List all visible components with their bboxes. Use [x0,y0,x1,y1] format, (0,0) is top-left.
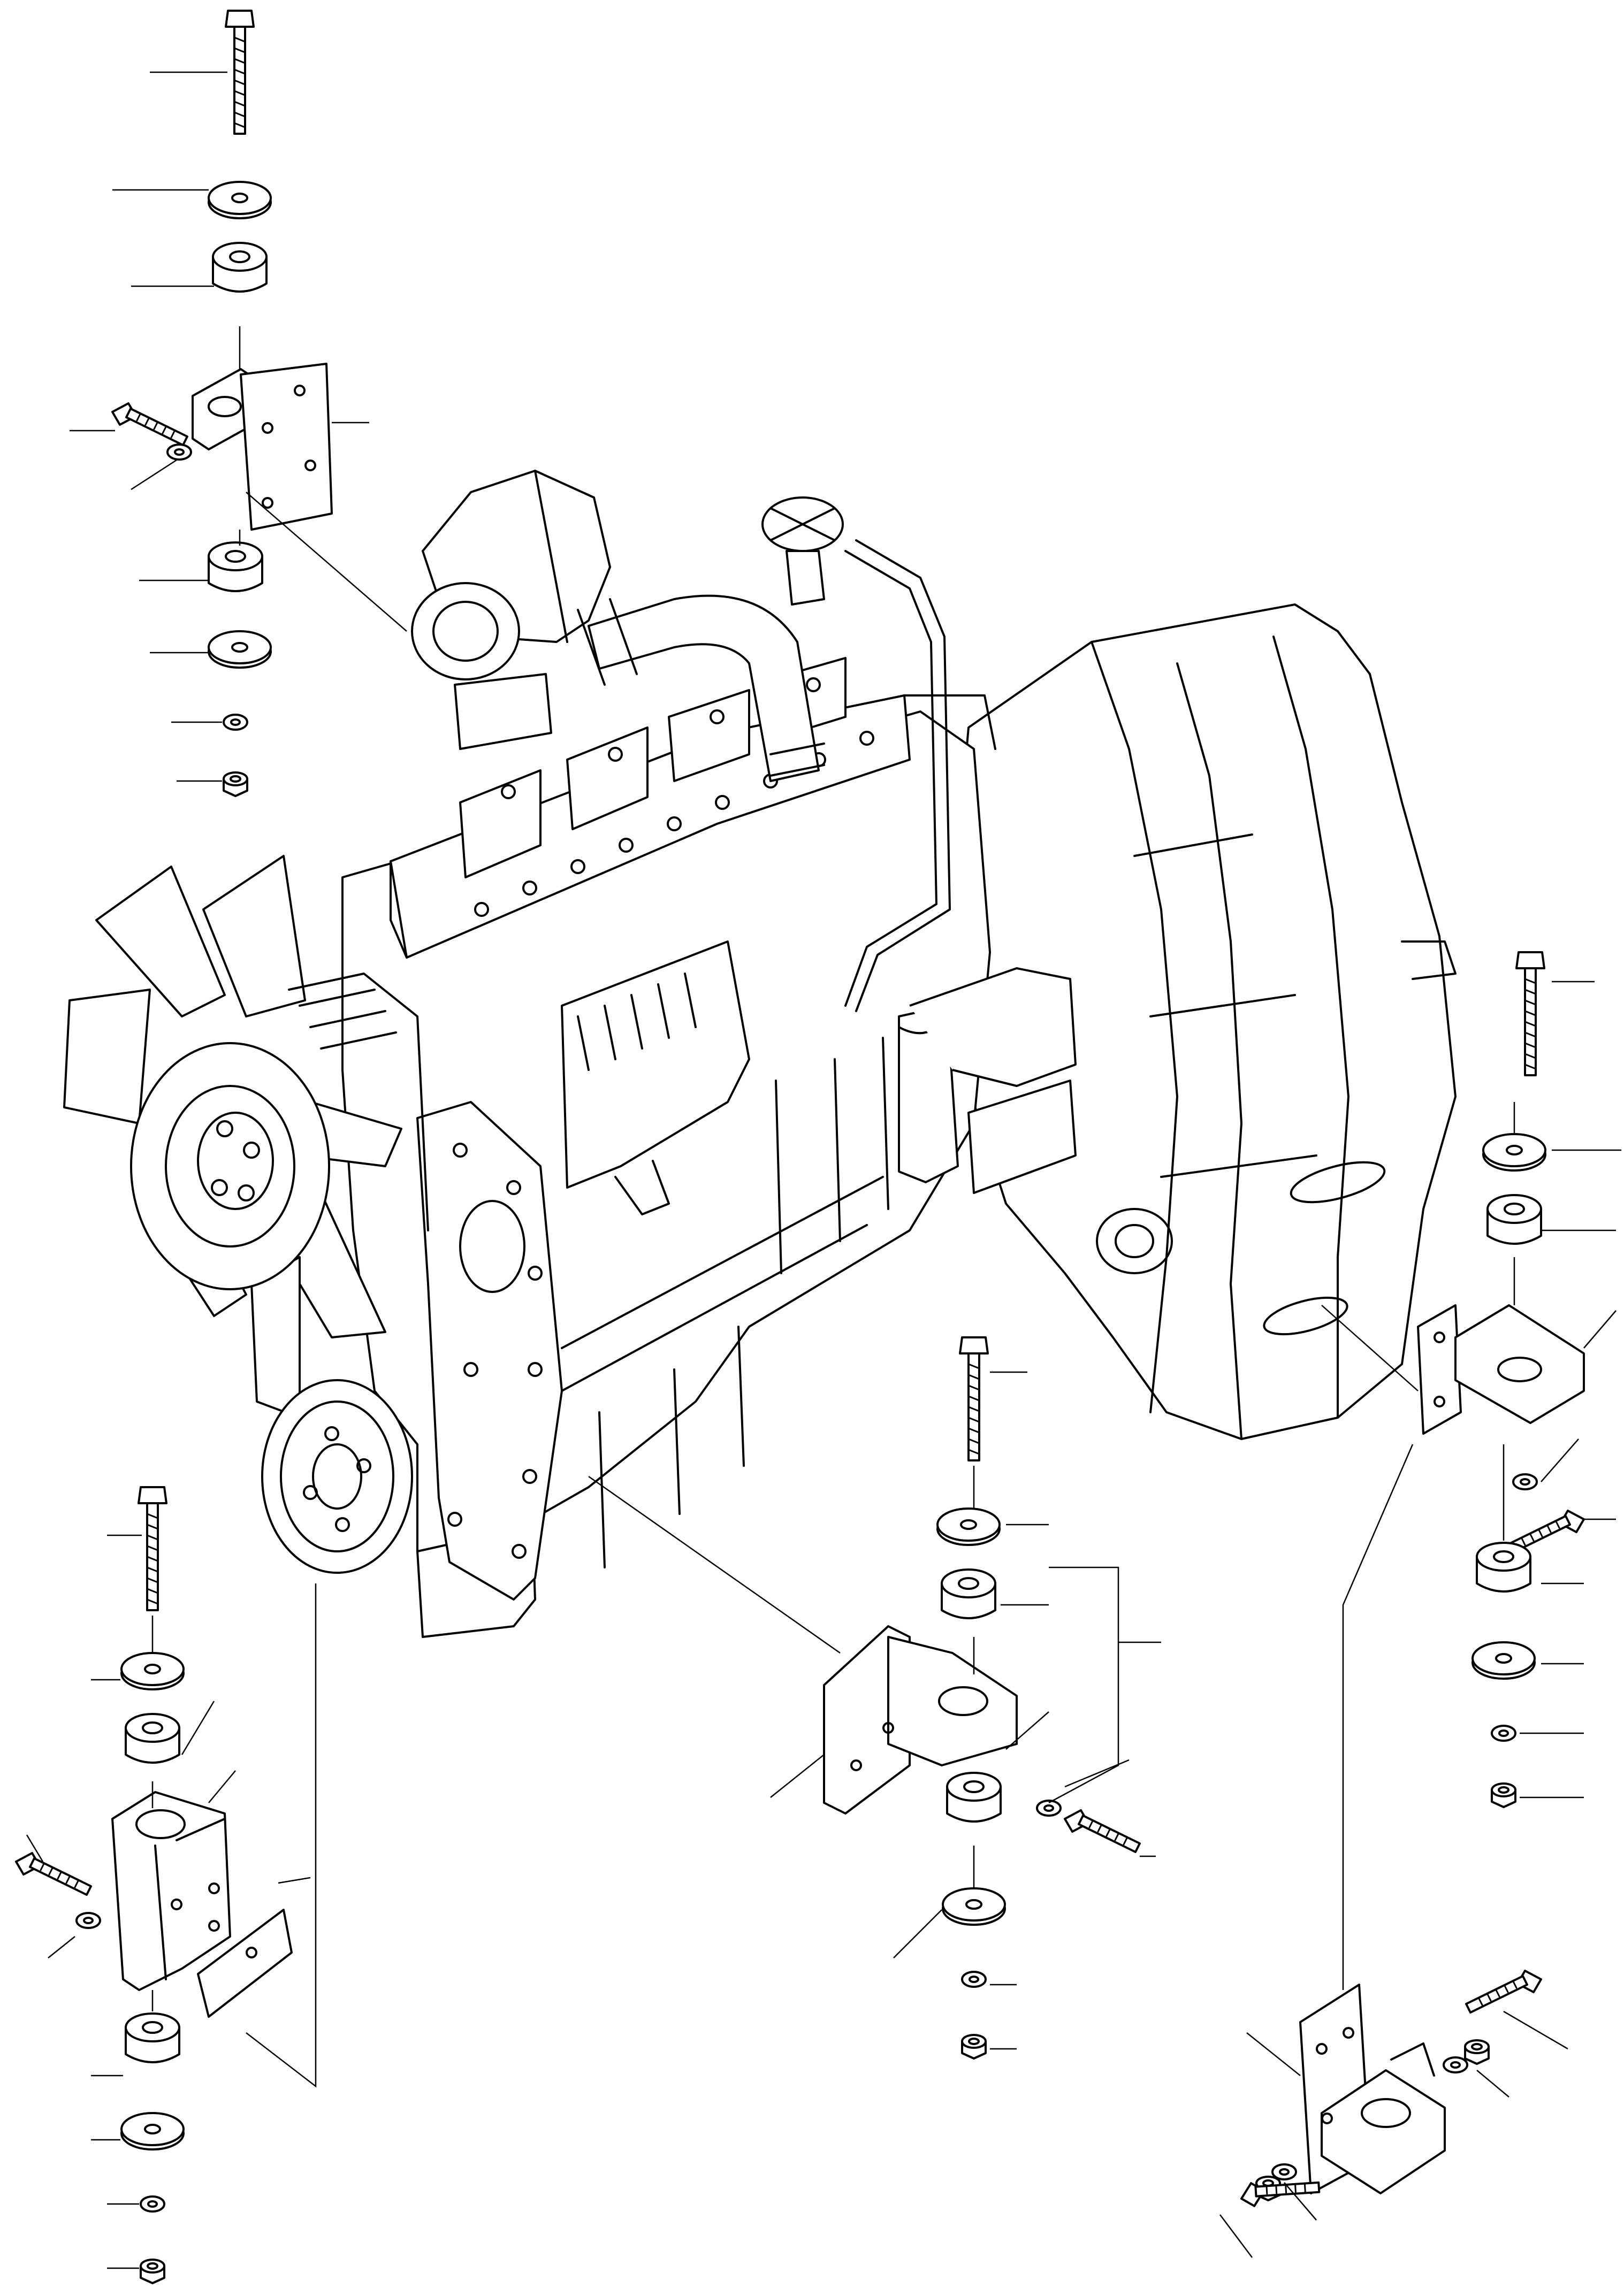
mount-stack-right [1321,951,1621,1808]
mount-stack-top-left [70,10,407,797]
cooling-fan [63,855,402,1419]
mount-stack-center [588,1336,1161,2060]
mount-bracket-lower-left [111,1791,293,2018]
mount-stack-lower-left [15,1486,317,2284]
mount-bracket-center [823,1625,1018,1815]
head-bolts [474,677,874,917]
mount-bracket-lower-right [1299,1984,1446,2194]
mount-bracket-right [1417,1304,1585,1435]
engine-assembly [63,470,1457,1638]
mount-stack-lower-right [1219,1444,1568,2258]
mount-bracket-top-left [192,363,333,531]
